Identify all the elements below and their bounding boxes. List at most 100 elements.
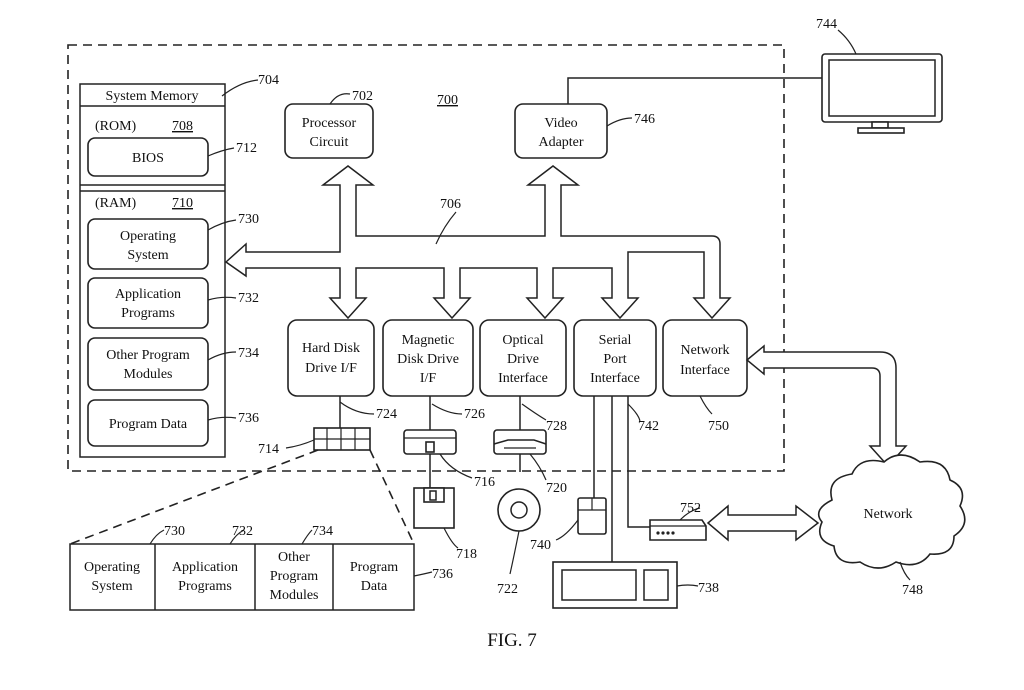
operating-system-line2: System — [127, 248, 168, 263]
computer-boundary — [67, 44, 785, 472]
magnetic-drive-icon: 716 — [403, 429, 495, 490]
rom-label: (ROM) — [95, 119, 137, 134]
magnetic-drive-ref: 716 — [474, 475, 495, 490]
dc-os-line2: System — [91, 579, 132, 594]
net-if-line1: Network — [681, 343, 730, 358]
bios-ref: 712 — [236, 141, 257, 156]
network-link-arrow — [745, 344, 908, 468]
ram-ref: 710 — [172, 196, 193, 211]
sp-if-line3: Interface — [590, 371, 640, 386]
dc-opm-line3: Modules — [270, 588, 319, 603]
net-if-line2: Interface — [680, 363, 730, 378]
dc-pd-line1: Program — [350, 560, 398, 575]
processor-line2: Circuit — [310, 135, 349, 150]
video-line2: Adapter — [538, 135, 583, 150]
network-cloud: Network 748 — [817, 454, 966, 598]
dc-pd-ref: 736 — [432, 567, 453, 582]
serial-port-interface: Serial Port Interface 742 — [573, 319, 659, 570]
disk-contents-leader-left — [69, 449, 319, 545]
processor-ref: 702 — [352, 89, 373, 104]
video-line1: Video — [544, 116, 577, 131]
dc-ap-line1: Application — [172, 560, 238, 575]
network-ref: 748 — [902, 583, 923, 598]
od-if-line1: Optical — [502, 333, 543, 348]
application-programs-ref: 732 — [238, 291, 259, 306]
dc-opm-line1: Other — [278, 550, 310, 565]
network-interface: Network Interface 750 — [662, 319, 748, 434]
net-if-ref: 750 — [708, 419, 729, 434]
processor-line1: Processor — [302, 116, 357, 131]
floppy-ref: 718 — [456, 547, 477, 562]
mouse-ref: 740 — [530, 538, 551, 553]
bios-box — [87, 137, 209, 177]
od-if-line2: Drive — [507, 352, 539, 367]
sp-if-ref: 742 — [638, 419, 659, 434]
operating-system-box — [87, 218, 209, 270]
monitor-ref: 744 — [816, 17, 837, 32]
application-programs-line2: Programs — [121, 306, 175, 321]
other-program-modules-line2: Modules — [124, 367, 173, 382]
video-ref: 746 — [634, 112, 655, 127]
keyboard-icon: 738 — [552, 561, 719, 609]
hd-if-ref: 724 — [376, 407, 397, 422]
monitor-icon: 744 — [816, 17, 943, 134]
dc-pd-line2: Data — [361, 579, 388, 594]
bios-label: BIOS — [132, 151, 164, 166]
md-if-line1: Magnetic — [402, 333, 455, 348]
video-adapter: Video Adapter 746 — [514, 77, 826, 159]
hd-if-line1: Hard Disk — [302, 341, 360, 356]
other-program-modules-box — [87, 337, 209, 391]
system-memory: System Memory 704 (ROM) 708 BIOS 712 (RA… — [79, 73, 279, 458]
optical-drive-icon: 720 — [493, 429, 567, 496]
floppy-disk-icon: 718 — [413, 487, 477, 562]
od-if-ref: 728 — [546, 419, 567, 434]
program-data-box — [87, 399, 209, 447]
dc-ap-line2: Programs — [178, 579, 232, 594]
application-programs-box — [87, 277, 209, 329]
od-if-line3: Interface — [498, 371, 548, 386]
dc-ap-ref: 732 — [232, 524, 253, 539]
disk-contents-leader-right — [369, 449, 415, 545]
optical-disc-icon: 722 — [497, 488, 541, 597]
hard-disk-interface: Hard Disk Drive I/F 724 — [287, 319, 397, 428]
program-data-ref: 736 — [238, 411, 259, 426]
sp-if-line2: Port — [603, 352, 626, 367]
md-if-line2: Disk Drive — [397, 352, 459, 367]
keyboard-ref: 738 — [698, 581, 719, 596]
sp-if-line1: Serial — [599, 333, 632, 348]
md-if-ref: 726 — [464, 407, 485, 422]
system-memory-ref: 704 — [258, 73, 279, 88]
dc-os-ref: 730 — [164, 524, 185, 539]
hard-disk-icon: 714 — [258, 427, 371, 457]
md-if-line3: I/F — [420, 371, 437, 386]
hard-disk-ref: 714 — [258, 442, 279, 457]
mouse-icon: 740 — [530, 497, 607, 553]
operating-system-line1: Operating — [120, 229, 176, 244]
modem-icon: 752 — [649, 501, 707, 541]
optical-drive-ref: 720 — [546, 481, 567, 496]
application-programs-line1: Application — [115, 287, 181, 302]
computer-ref: 700 — [437, 93, 458, 108]
dc-opm-ref: 734 — [312, 524, 333, 539]
network-label: Network — [864, 507, 913, 522]
bus-ref: 706 — [440, 197, 461, 212]
optical-disc-ref: 722 — [497, 582, 518, 597]
disk-contents-table: Operating System 730 Application Program… — [69, 524, 453, 611]
system-bus: 706 — [224, 165, 732, 320]
magnetic-disk-interface: Magnetic Disk Drive I/F 726 — [382, 319, 485, 430]
optical-drive-interface: Optical Drive Interface 728 — [479, 319, 567, 434]
other-program-modules-line1: Other Program — [106, 348, 190, 363]
ram-label: (RAM) — [95, 196, 137, 211]
operating-system-ref: 730 — [238, 212, 259, 227]
program-data-label: Program Data — [109, 417, 188, 432]
figure-caption: FIG. 7 — [487, 630, 537, 651]
dc-opm-line2: Program — [270, 569, 318, 584]
modem-ref: 752 — [680, 501, 701, 516]
hd-if-line2: Drive I/F — [305, 361, 357, 376]
modem-network-arrow — [706, 504, 820, 542]
system-memory-title: System Memory — [106, 89, 199, 104]
dc-os-line1: Operating — [84, 560, 140, 575]
rom-ref: 708 — [172, 119, 193, 134]
processor-circuit: Processor Circuit 702 — [284, 89, 374, 159]
